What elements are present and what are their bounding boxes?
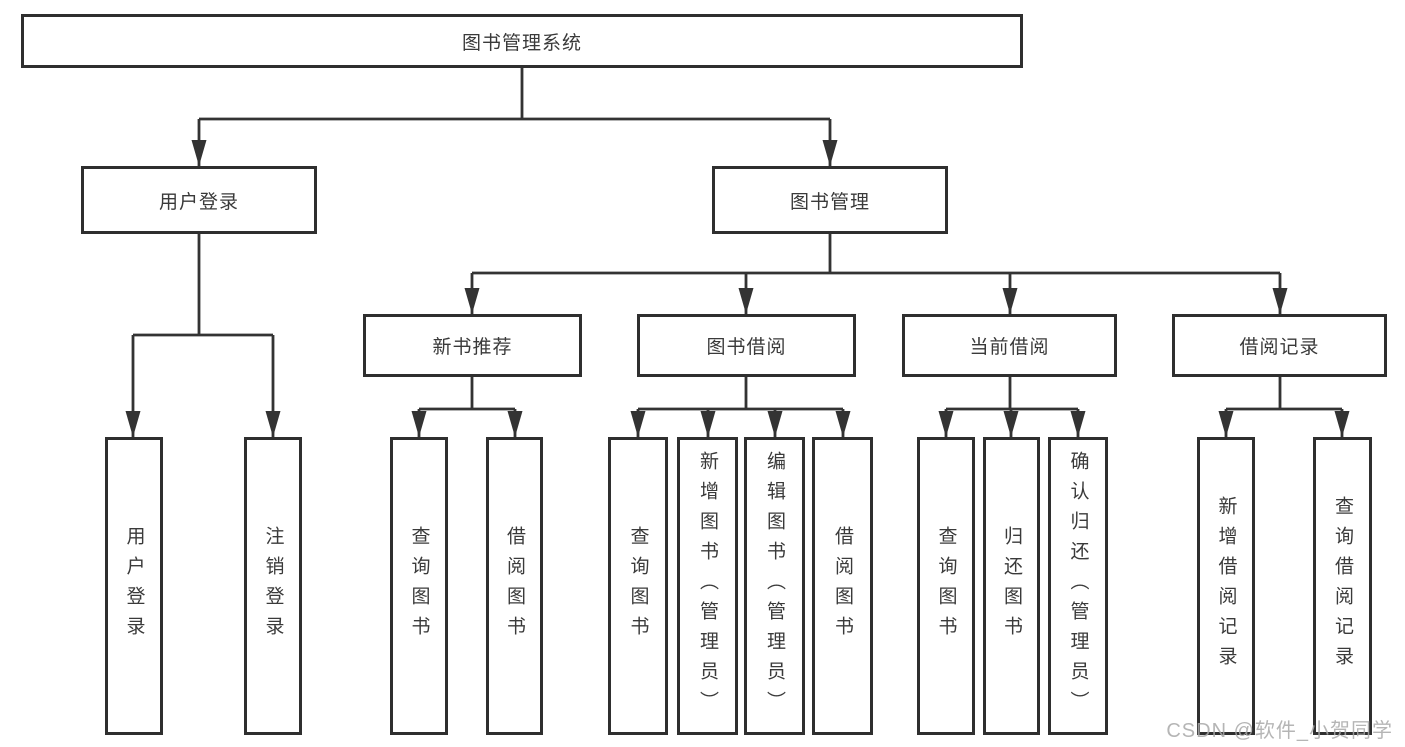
leaf-borrow-books: 借阅图书: [812, 437, 873, 735]
connector-arrows: [125, 119, 1350, 437]
leaf-add-books-admin: 新增图书（管理员）: [677, 437, 738, 735]
node-book-borrowing: 图书借阅: [637, 314, 856, 377]
leaf-add-borrow-record: 新增借阅记录: [1197, 437, 1255, 735]
node-label: 用户登录: [158, 191, 239, 213]
node-label: 图书借阅: [706, 337, 787, 358]
node-label: 图书管理系统: [461, 32, 582, 54]
leaf-query-borrow-record: 查询借阅记录: [1313, 437, 1372, 735]
leaf-confirm-return-admin: 确认归还（管理员）: [1048, 437, 1108, 735]
leaf-label: 编辑图书（管理员）: [764, 451, 785, 721]
leaf-query-books-borrowing: 查询图书: [608, 437, 668, 735]
leaf-label: 查询借阅记录: [1332, 496, 1353, 676]
node-label: 借阅记录: [1239, 337, 1320, 358]
watermark: CSDN @软件_小贺同学: [1166, 720, 1393, 742]
leaf-label: 查询图书: [408, 526, 430, 646]
leaf-label: 查询图书: [935, 526, 957, 646]
leaf-label: 新增借阅记录: [1215, 496, 1237, 676]
leaf-label: 查询图书: [627, 526, 649, 646]
leaf-label: 借阅图书: [832, 526, 853, 646]
node-book-management: 图书管理: [712, 166, 948, 234]
leaf-borrow-books-recommendation: 借阅图书: [486, 437, 543, 735]
leaf-user-login: 用户登录: [105, 437, 163, 735]
leaf-label: 注销登录: [262, 526, 284, 646]
node-user-login: 用户登录: [81, 166, 317, 234]
leaf-query-books-recommendation: 查询图书: [390, 437, 448, 735]
leaf-edit-books-admin: 编辑图书（管理员）: [744, 437, 805, 735]
leaf-label: 用户登录: [123, 526, 145, 646]
connector-trunks: [133, 68, 1342, 411]
node-current-borrowing: 当前借阅: [902, 314, 1117, 377]
node-library-management-system: 图书管理系统: [21, 14, 1023, 68]
node-label: 图书管理: [789, 191, 870, 213]
node-label: 当前借阅: [969, 337, 1050, 358]
leaf-return-books: 归还图书: [983, 437, 1040, 735]
node-label: 新书推荐: [432, 337, 513, 358]
leaf-label: 归还图书: [1001, 526, 1022, 646]
node-borrowing-records: 借阅记录: [1172, 314, 1387, 377]
node-new-book-recommendation: 新书推荐: [363, 314, 582, 377]
leaf-label: 新增图书（管理员）: [697, 451, 718, 721]
leaf-label: 确认归还（管理员）: [1067, 451, 1089, 721]
leaf-label: 借阅图书: [504, 526, 525, 646]
leaf-logout: 注销登录: [244, 437, 302, 735]
leaf-query-books-current: 查询图书: [917, 437, 975, 735]
